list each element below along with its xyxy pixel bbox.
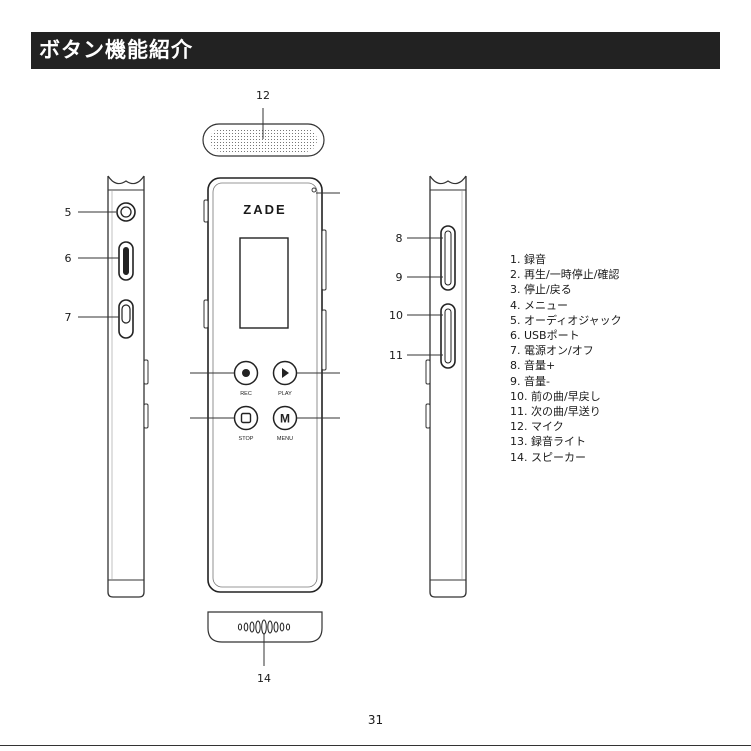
- legend-item: 2. 再生/一時停止/確認: [510, 267, 740, 282]
- callout-8: 8: [396, 232, 403, 245]
- legend-item: 11. 次の曲/早送り: [510, 404, 740, 419]
- stop-button: [235, 407, 258, 430]
- legend-item: 3. 停止/戻る: [510, 282, 740, 297]
- bottom-divider: [0, 745, 751, 746]
- callout-9: 9: [396, 271, 403, 284]
- callout-14: 14: [257, 672, 271, 685]
- legend-item: 13. 録音ライト: [510, 434, 740, 449]
- front-view: ZADE REC PLAY STOP M MENU: [190, 178, 340, 592]
- callout-11: 11: [389, 349, 403, 362]
- callout-5: 5: [65, 206, 72, 219]
- rec-button: [235, 362, 258, 385]
- legend-item: 9. 音量-: [510, 374, 740, 389]
- legend-item: 14. スピーカー: [510, 450, 740, 465]
- stop-label: STOP: [239, 436, 254, 442]
- recording-light: [312, 188, 316, 192]
- callout-7: 7: [65, 311, 72, 324]
- callout-12: 12: [256, 89, 270, 102]
- play-button: [274, 362, 297, 385]
- menu-label: MENU: [277, 436, 293, 442]
- legend-item: 5. オーディオジャック: [510, 313, 740, 328]
- rec-label: REC: [240, 391, 252, 397]
- legend-item: 7. 電源オン/オフ: [510, 343, 740, 358]
- left-side-view: 5 6 7: [65, 176, 149, 597]
- legend-item: 4. メニュー: [510, 298, 740, 313]
- legend-item: 8. 音量+: [510, 358, 740, 373]
- play-label: PLAY: [278, 391, 292, 397]
- menu-glyph: M: [280, 412, 290, 426]
- legend-item: 12. マイク: [510, 419, 740, 434]
- callout-6: 6: [65, 252, 72, 265]
- legend-item: 10. 前の曲/早戻し: [510, 389, 740, 404]
- bottom-view: 14: [208, 612, 322, 685]
- brand-logo: ZADE: [243, 202, 286, 217]
- page-number: 31: [0, 713, 751, 727]
- legend-item: 6. USBポート: [510, 328, 740, 343]
- legend-item: 1. 録音: [510, 252, 740, 267]
- right-side-view: 8 9 10 11: [389, 176, 466, 597]
- top-view: 12: [203, 89, 324, 156]
- device-screen: [240, 238, 288, 328]
- function-legend: 1. 録音 2. 再生/一時停止/確認 3. 停止/戻る 4. メニュー 5. …: [510, 252, 740, 465]
- callout-10: 10: [389, 309, 403, 322]
- menu-button: M: [274, 407, 297, 430]
